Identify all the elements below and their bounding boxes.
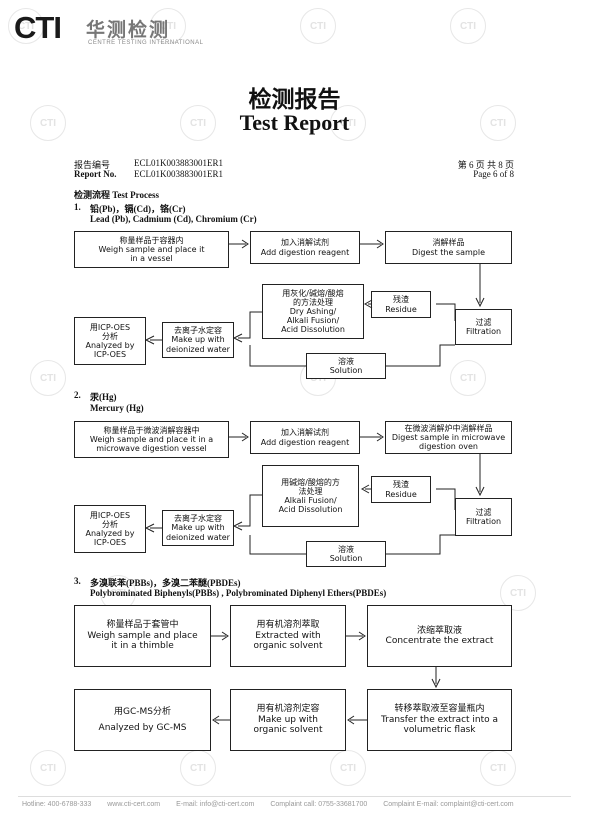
watermark-icon: CTI bbox=[8, 8, 44, 44]
page-footer: Hotline: 400-6788-333 www.cti-cert.com E… bbox=[22, 801, 528, 808]
report-no-value-en: ECL01K003883001ER1 bbox=[134, 169, 223, 179]
watermark-icon: CTI bbox=[300, 8, 336, 44]
section-title-cn: 铅(Pb)，镉(Cd)，铬(Cr) bbox=[90, 204, 186, 214]
watermark-icon: CTI bbox=[500, 575, 536, 611]
section-title-en: Polybrominated Biphenyls(PBBs) , Polybro… bbox=[90, 588, 387, 598]
process-heading: 检测流程 Test Process bbox=[74, 190, 159, 200]
footer-complaint-call: Complaint call: 0755-33681700 bbox=[270, 801, 368, 808]
watermark-icon: CTI bbox=[30, 105, 66, 141]
footer-email: E-mail: info@cti-cert.com bbox=[176, 801, 255, 808]
brand-name-cn: 华测检测 bbox=[86, 19, 171, 41]
section-title-cn: 汞(Hg) bbox=[90, 392, 117, 402]
footer-divider bbox=[18, 796, 571, 797]
section-title-en: Lead (Pb), Cadmium (Cd), Chromium (Cr) bbox=[90, 214, 257, 224]
watermark-icon: CTI bbox=[30, 750, 66, 786]
section-number: 1. bbox=[74, 202, 81, 212]
footer-website: www.cti-cert.com bbox=[107, 801, 161, 808]
watermark-icon: CTI bbox=[330, 750, 366, 786]
brand-name-en: CENTRE TESTING INTERNATIONAL bbox=[88, 40, 204, 46]
brand-logo: CTI bbox=[14, 10, 62, 45]
section-number: 2. bbox=[74, 390, 81, 400]
section-title-en: Mercury (Hg) bbox=[90, 403, 144, 413]
watermark-icon: CTI bbox=[30, 360, 66, 396]
report-no-label-en: Report No. bbox=[74, 169, 117, 179]
section-title-cn: 多溴联苯(PBBs)，多溴二苯醚(PBDEs) bbox=[90, 578, 241, 588]
report-no-label-cn: 报告编号 bbox=[74, 160, 111, 170]
report-no-value: ECL01K003883001ER1 bbox=[134, 158, 223, 168]
page-counter-cn: 第 6 页 共 8 页 bbox=[457, 160, 514, 170]
watermark-icon: CTI bbox=[450, 360, 486, 396]
page-title-cn: 检测报告 bbox=[248, 87, 341, 113]
watermark-icon: CTI bbox=[150, 8, 186, 44]
footer-hotline: Hotline: 400-6788-333 bbox=[22, 801, 92, 808]
watermark-icon: CTI bbox=[450, 8, 486, 44]
watermark-icon: CTI bbox=[330, 105, 366, 141]
watermark-icon: CTI bbox=[480, 105, 516, 141]
page-counter-en: Page 6 of 8 bbox=[473, 169, 514, 179]
section-number: 3. bbox=[74, 576, 81, 586]
page-title-en: Test Report bbox=[239, 110, 350, 135]
watermark-icon: CTI bbox=[180, 105, 216, 141]
footer-complaint-email: Complaint E-mail: complaint@cti-cert.com bbox=[383, 801, 514, 808]
